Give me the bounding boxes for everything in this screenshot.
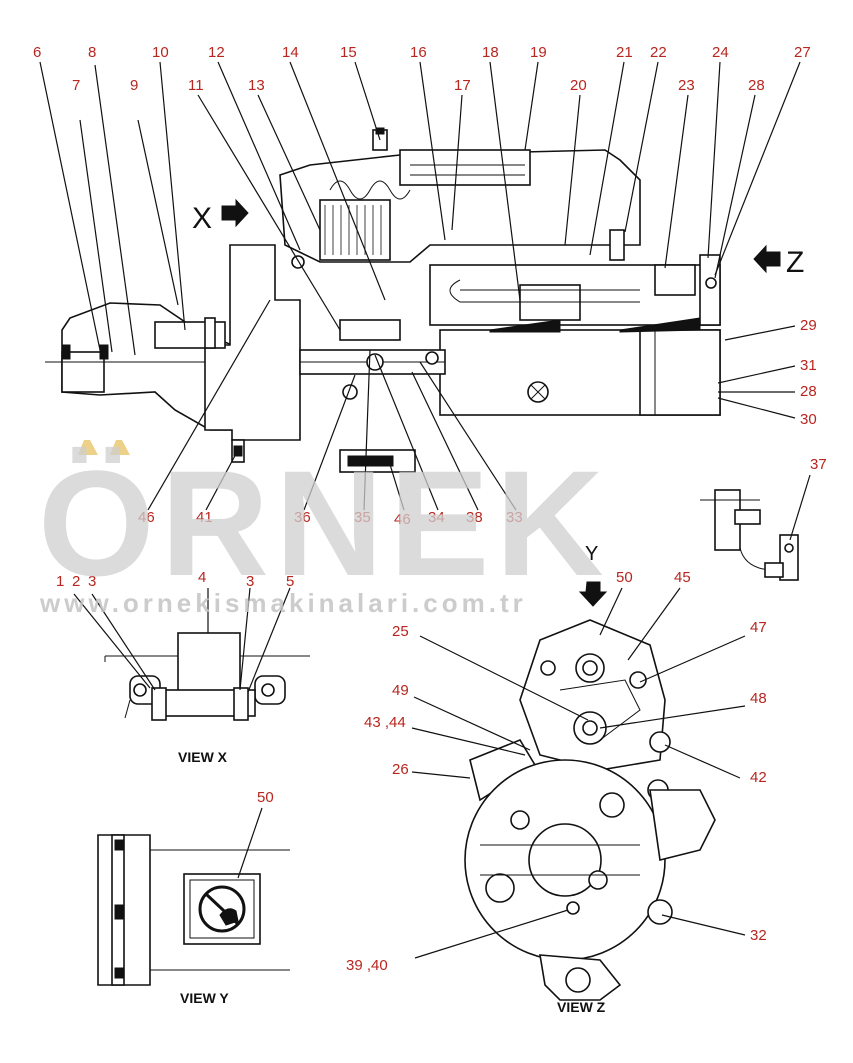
view-z-label: VIEW Z: [557, 999, 606, 1015]
view-z-letter: Z: [786, 246, 804, 279]
callout-6: 6: [33, 44, 41, 61]
callout-37: 37: [810, 456, 827, 473]
callout-46-center: 46: [394, 511, 411, 528]
callout-43-44: 43 ,44: [364, 714, 406, 731]
callout-35: 35: [354, 509, 371, 526]
callout-numbers: 6 7 8 9 10 11 12 13 14 15 16 17 18 19 20…: [33, 44, 827, 974]
callout-19: 19: [530, 44, 547, 61]
callout-45: 45: [674, 569, 691, 586]
callout-50-view-z: 50: [616, 569, 633, 586]
callout-36: 36: [294, 509, 311, 526]
callout-18: 18: [482, 44, 499, 61]
callout-47: 47: [750, 619, 767, 636]
view-x-marker: X: [192, 198, 249, 235]
callout-4: 4: [198, 569, 206, 586]
view-x-label: VIEW X: [178, 749, 228, 765]
arrow-down-icon: [578, 581, 608, 607]
callout-3-right: 3: [246, 573, 254, 590]
callout-13: 13: [248, 77, 265, 94]
callout-48: 48: [750, 690, 767, 707]
callout-16: 16: [410, 44, 427, 61]
callout-38: 38: [466, 509, 483, 526]
leader-lines: [39, 61, 811, 959]
callout-1: 1: [56, 573, 64, 590]
callout-15: 15: [340, 44, 357, 61]
callout-30: 30: [800, 411, 817, 428]
watermark-brand: ÖRNEK: [38, 439, 610, 607]
callout-25: 25: [392, 623, 409, 640]
callout-27: 27: [794, 44, 811, 61]
view-x-drawing: [104, 632, 310, 721]
callout-33: 33: [506, 509, 523, 526]
callout-24: 24: [712, 44, 729, 61]
callout-34: 34: [428, 509, 445, 526]
callout-23: 23: [678, 77, 695, 94]
callout-32: 32: [750, 927, 767, 944]
callout-10: 10: [152, 44, 169, 61]
callout-21: 21: [616, 44, 633, 61]
callout-50-view-y: 50: [257, 789, 274, 806]
view-z-marker: Z: [753, 244, 804, 279]
view-y-letter: Y: [585, 543, 598, 565]
armature-windings: [449, 279, 701, 333]
callout-8: 8: [88, 44, 96, 61]
watermark: ÖRNEK www.ornekismakinalari.com.tr: [38, 439, 610, 618]
callout-17: 17: [454, 77, 471, 94]
callout-31: 31: [800, 357, 817, 374]
arrow-left-icon: [753, 244, 781, 274]
starter-motor-assembly: [45, 127, 721, 473]
view-y-label: VIEW Y: [180, 990, 229, 1006]
callout-3-left: 3: [88, 573, 96, 590]
callout-29: 29: [800, 317, 817, 334]
callout-11: 11: [188, 77, 204, 94]
umlaut-accent-icon: [78, 440, 130, 455]
arrow-right-icon: [221, 198, 249, 228]
callout-9: 9: [130, 77, 138, 94]
callout-42: 42: [750, 769, 767, 786]
view-y-drawing: [97, 834, 290, 986]
callout-26: 26: [392, 761, 409, 778]
callout-49: 49: [392, 682, 409, 699]
callout-14: 14: [282, 44, 299, 61]
callout-20: 20: [570, 77, 587, 94]
callout-39-40: 39 ,40: [346, 957, 388, 974]
connector-detail: [700, 489, 799, 581]
callout-41: 41: [196, 509, 213, 526]
callout-2: 2: [72, 573, 80, 590]
view-z-drawing: Y: [464, 543, 716, 1001]
callout-7: 7: [72, 77, 80, 94]
callout-5: 5: [286, 573, 294, 590]
callout-28-top: 28: [748, 77, 765, 94]
view-x-letter: X: [192, 202, 212, 235]
callout-28-right: 28: [800, 383, 817, 400]
callout-12: 12: [208, 44, 225, 61]
callout-46-left: 46: [138, 509, 155, 526]
watermark-url: www.ornekismakinalari.com.tr: [39, 588, 527, 618]
callout-22: 22: [650, 44, 667, 61]
